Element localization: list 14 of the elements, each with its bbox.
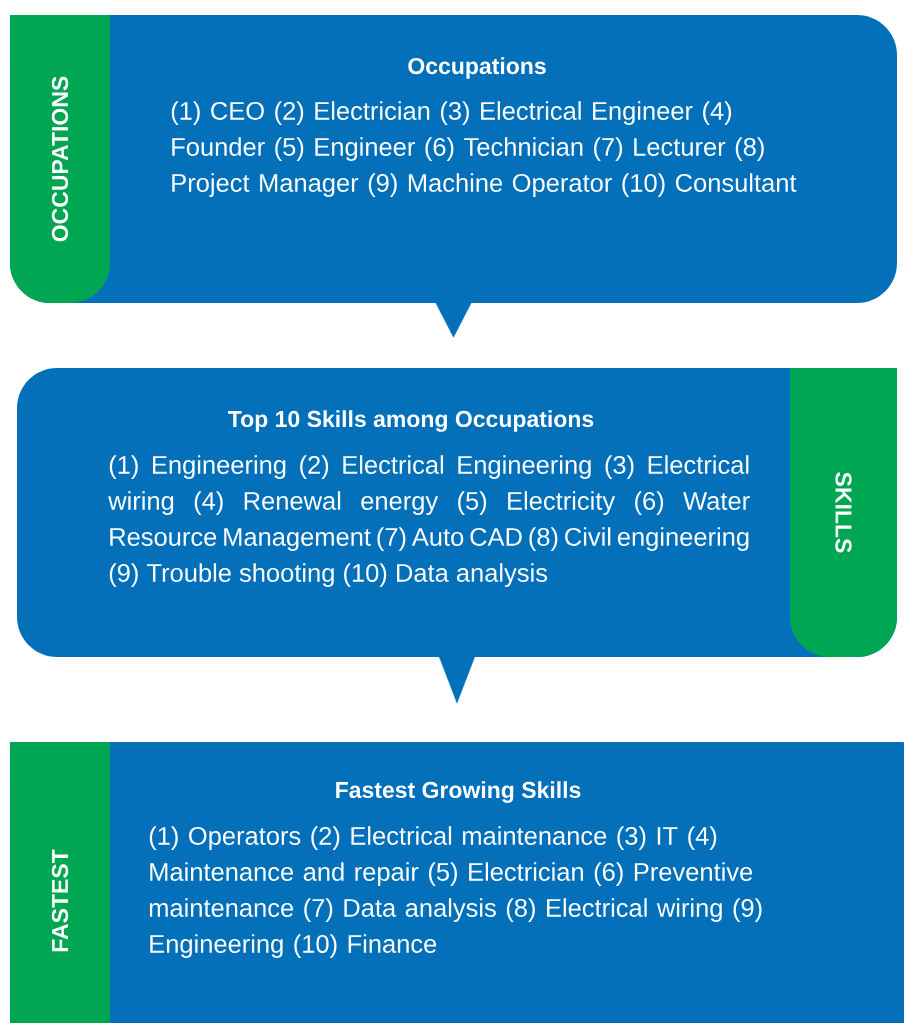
box-text: (1) Engineering (2) Electrical Engineering (3) Electrical wiring (4) Renewal energy (5) Electricity (6) Water Resource Management (7) Auto CAD (8) Civil engineering (9) Trouble shooting (10) Data analysis [108,455,750,587]
tab-label: SKILLS [835,472,852,553]
tab-label: FASTEST [51,849,69,952]
side-tab [10,742,110,1023]
box-heading: Top 10 Skills among Occupations [228,410,594,432]
box-text: (1) CEO (2) Electrician (3) Electrical Engineer (4) Founder (5) Engineer (6) Technician (7) Lecturer (8) Project Manager (9) Machine Operator (10) Consultant [171,101,797,197]
side-tab [10,15,110,303]
tab-label: OCCUPATIONS [51,76,69,242]
box-text: (1) Operators (2) Electrical maintenance (3) IT (4) Maintenance and repair (5) Electrician (6) Preventive maintenance (7) Data analysis (8) Electrical wiring (9) Engineering (10) Finance [149,826,762,958]
side-tab [790,368,897,657]
pointer-arrow [439,656,475,704]
box-heading: Fastest Growing Skills [336,781,581,803]
pointer-arrow [435,302,472,338]
box-heading: Occupations [408,57,546,79]
